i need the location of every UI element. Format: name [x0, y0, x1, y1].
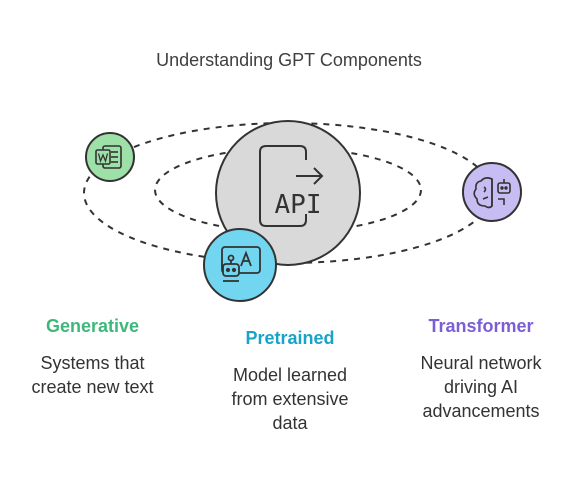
pretrained-column: Pretrained Model learned from extensive … — [205, 328, 375, 435]
api-center-circle — [215, 120, 361, 266]
generative-description-line: create new text — [31, 377, 154, 397]
transformer-description-line: advancements — [422, 401, 540, 421]
api-icon — [259, 145, 324, 227]
generative-column: Generative Systems that create new text — [10, 316, 175, 399]
pretrained-description-line: Model learned — [232, 365, 348, 385]
transformer-description: Neural network driving AI advancements — [396, 351, 566, 423]
api-label: API — [275, 190, 322, 220]
pretrained-description-line: from extensive — [231, 389, 349, 409]
pretrained-description-line: data — [272, 413, 308, 433]
transformer-column: Transformer Neural network driving AI ad… — [396, 316, 566, 423]
pretrained-description: Model learned from extensive data — [205, 363, 375, 435]
generative-heading: Generative — [45, 316, 140, 336]
transformer-description-line: Neural network — [420, 353, 542, 373]
pretrained-circle — [203, 228, 277, 302]
word-document-icon — [95, 145, 122, 169]
generative-description-line: Systems that — [40, 353, 145, 373]
robot-chat-icon — [221, 246, 261, 282]
transformer-description-line: driving AI — [443, 377, 519, 397]
brain-robot-icon — [473, 177, 511, 209]
diagram-title: Understanding GPT Components — [156, 50, 422, 70]
pretrained-heading: Pretrained — [245, 328, 335, 348]
generative-description: Systems that create new text — [10, 351, 175, 399]
transformer-heading: Transformer — [428, 316, 534, 336]
